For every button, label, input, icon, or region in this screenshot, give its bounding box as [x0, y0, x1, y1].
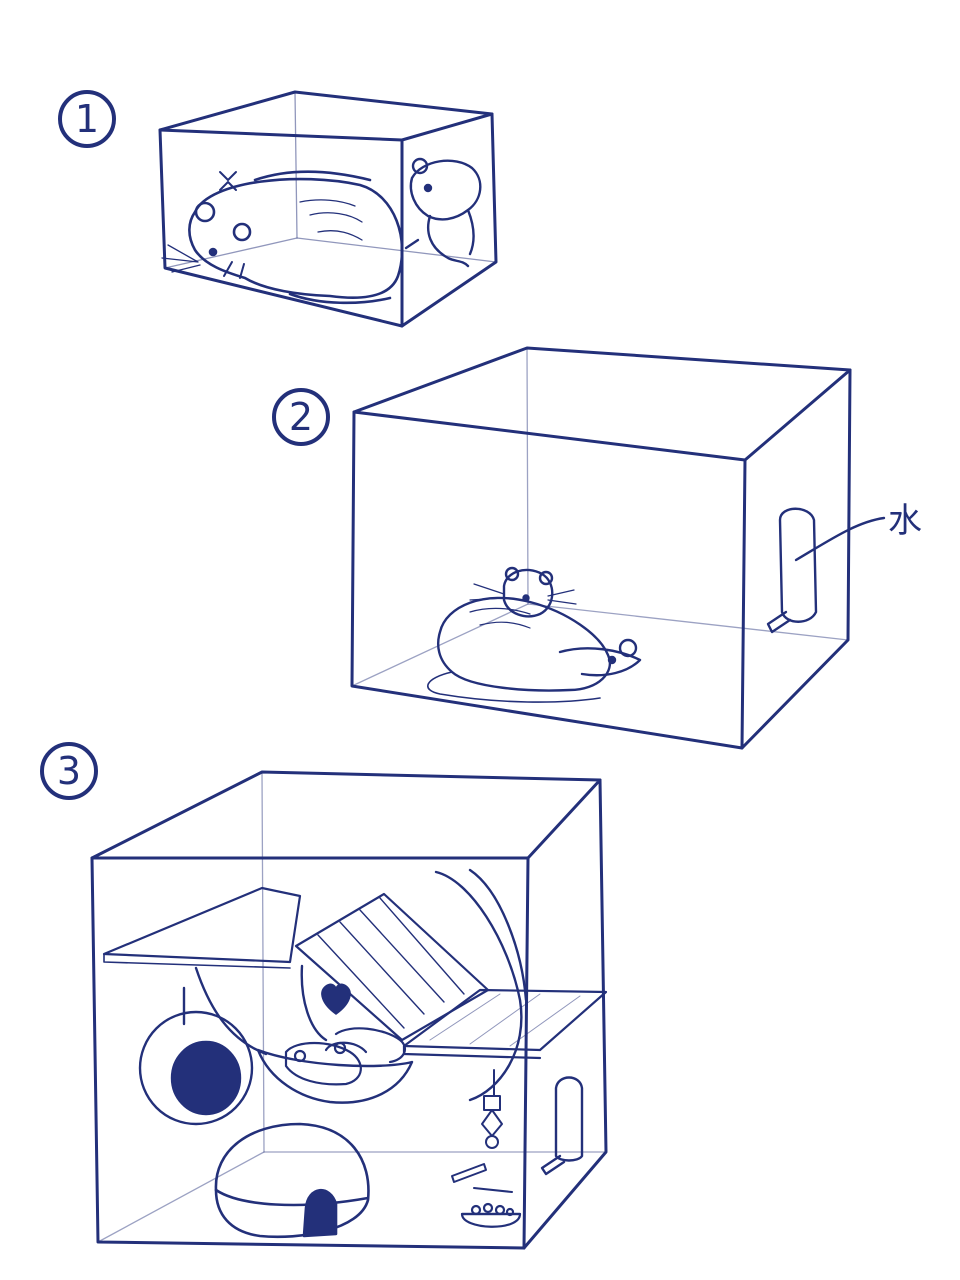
hideout-igloo: [214, 1122, 370, 1239]
chew-sticks: [451, 1163, 513, 1193]
panel-3-large-cage: [90, 770, 608, 1250]
panel-3-number: 3: [40, 742, 98, 800]
large-box-frame: [90, 770, 608, 1250]
food-bowl: [460, 1202, 522, 1228]
panel-2-medium-cage: [350, 346, 886, 750]
hammock: [194, 964, 414, 1104]
hanging-chew-toy: [481, 1069, 503, 1149]
anger-symbol-icon: [219, 171, 237, 191]
rats-cuddling: [427, 566, 642, 703]
water-label: 水: [888, 501, 922, 541]
rats-in-hammock: [284, 1027, 407, 1086]
exercise-wheel: [138, 986, 254, 1126]
lower-shelf: [402, 988, 608, 1060]
large-rat: [161, 170, 404, 305]
hanging-tube: [434, 868, 528, 1102]
ladder-ramp: [294, 892, 490, 1042]
panel-1-small-cage: [158, 90, 498, 328]
water-label-pointer: [794, 516, 886, 562]
heart-icon: [321, 983, 351, 1015]
small-rat-squeezed: [404, 157, 482, 268]
panel-2-number: 2: [272, 388, 330, 446]
small-box-frame: [158, 90, 498, 328]
water-bottle-large: [540, 1076, 584, 1176]
medium-box-frame: [350, 346, 852, 750]
upper-shelf: [102, 886, 302, 969]
panel-1-number: 1: [58, 90, 116, 148]
water-bottle: [766, 507, 818, 634]
